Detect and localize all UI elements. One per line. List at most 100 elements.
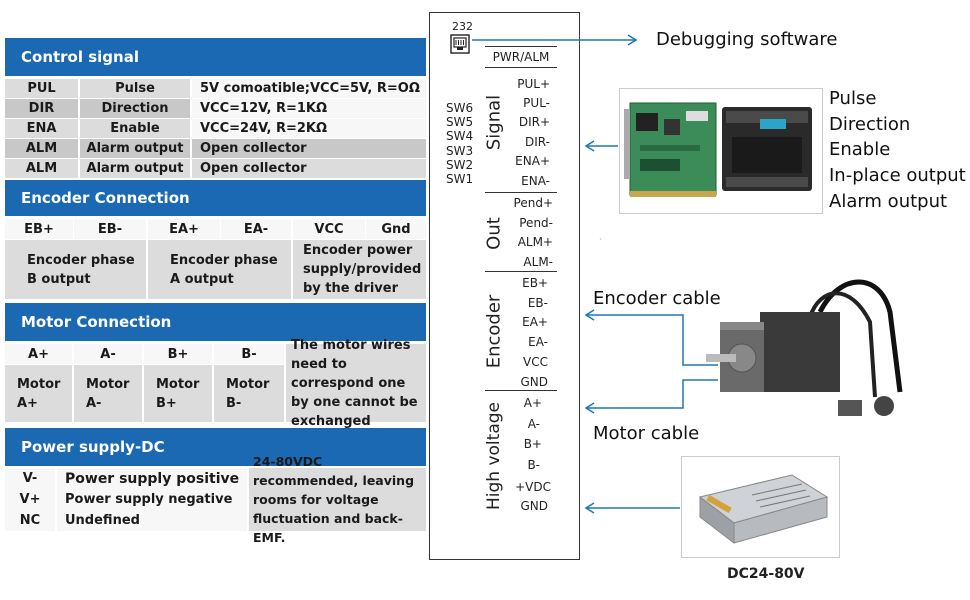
encoder-desc-a: Encoder phase A output xyxy=(148,240,291,299)
control-desc: VCC=24V, R=2KΩ xyxy=(192,119,426,138)
control-pin: PUL xyxy=(5,79,78,98)
rs232-port-label: 232 xyxy=(452,20,473,33)
control-pin: ALM xyxy=(5,159,78,178)
control-name: Alarm output xyxy=(80,159,190,178)
control-pin: ALM xyxy=(5,139,78,158)
dip-switch-label: SW6 xyxy=(446,101,474,115)
encoder-pin-driver: EA- xyxy=(528,335,548,349)
encoder-cable-arrow-head xyxy=(584,309,595,321)
power-name: Power supply positive xyxy=(57,468,247,489)
control-name: Alarm output xyxy=(80,139,190,158)
encoder-pin: EA+ xyxy=(148,219,220,239)
motor-pin: B- xyxy=(214,344,284,364)
signal-pin: DIR+ xyxy=(518,115,550,129)
motor-note: The motor wires need to correspond one b… xyxy=(286,338,426,429)
control-desc: 5V comoatible;VCC=5V, R=OΩ xyxy=(192,79,426,98)
controller-arrow-head xyxy=(584,140,595,152)
encoder-pin: EA- xyxy=(221,219,291,239)
motor-connection-header: Motor Connection xyxy=(5,303,426,341)
control-pin: ENA xyxy=(5,119,78,138)
encoder-pin-driver: VCC xyxy=(523,355,548,369)
servo-motor-image xyxy=(700,272,915,432)
encoder-connection-header: Encoder Connection xyxy=(5,180,426,216)
signal-pin: PUL- xyxy=(523,96,550,110)
signal-pin: PUL+ xyxy=(517,77,550,91)
dip-switch-label: SW3 xyxy=(446,144,474,158)
motor-pin: B+ xyxy=(144,344,212,364)
motor-pin: A- xyxy=(74,344,142,364)
out-pin: Pend- xyxy=(519,216,553,230)
driver-box xyxy=(429,12,580,560)
signal-pin: ENA+ xyxy=(515,154,550,168)
control-desc: VCC=12V, R=1KΩ xyxy=(192,99,426,118)
debug-software-label: Debugging software xyxy=(656,29,838,50)
control-name: Enable xyxy=(80,119,190,138)
motor-label: Motor A- xyxy=(74,365,142,422)
controller-signal: Pulse xyxy=(829,88,877,109)
power-supply-header: Power supply-DC xyxy=(5,428,426,466)
control-name: Pulse xyxy=(80,79,190,98)
control-name: Direction xyxy=(80,99,190,118)
psu-image-frame xyxy=(681,456,840,558)
psu-arrow-head xyxy=(584,502,595,514)
encoder-cable-arrow xyxy=(586,314,718,366)
rs232-port-icon xyxy=(450,34,470,54)
dip-switch-label: SW4 xyxy=(446,129,474,143)
power-pin: V+ xyxy=(5,489,55,510)
motor-cable-arrow-head xyxy=(584,402,595,414)
power-pin: NC xyxy=(5,510,55,531)
psu-voltage-label: DC24-80V xyxy=(727,566,805,582)
control-desc: Open collector xyxy=(192,159,426,178)
hv-pin: B+ xyxy=(523,437,542,451)
encoder-pin: Gnd xyxy=(366,219,426,239)
encoder-pin: EB+ xyxy=(5,219,73,239)
power-supply-icon xyxy=(698,474,829,545)
controller-signal: In-place output xyxy=(829,165,966,186)
dip-switch-label: SW2 xyxy=(446,158,474,172)
encoder-desc-b: Encoder phase B output xyxy=(5,240,146,299)
hv-group-label: High voltage xyxy=(484,402,504,510)
power-note: 24-80VDC recommended, leaving rooms for … xyxy=(249,454,426,545)
signal-pin: DIR- xyxy=(525,135,550,149)
encoder-pin: VCC xyxy=(293,219,365,239)
motor-cable-label: Motor cable xyxy=(593,423,700,444)
control-pin: DIR xyxy=(5,99,78,118)
hv-pin: A- xyxy=(527,417,540,431)
motor-pin: A+ xyxy=(5,344,72,364)
group-separator xyxy=(485,390,557,391)
hv-pin: +VDC xyxy=(515,480,551,494)
debug-arrow-head xyxy=(627,34,638,46)
controller-signal: Direction xyxy=(829,114,911,135)
out-pin: ALM- xyxy=(523,255,553,269)
signal-pin: ENA- xyxy=(521,174,550,188)
dip-switch-label: SW5 xyxy=(446,115,474,129)
controller-image-frame xyxy=(619,88,823,214)
encoder-pin-driver: GND xyxy=(520,375,548,389)
controller-signal: Alarm output xyxy=(829,191,948,212)
controller-board-icon xyxy=(624,102,812,197)
group-separator xyxy=(485,271,557,272)
motor-label: Motor B- xyxy=(214,365,284,422)
power-name: Undefined xyxy=(57,510,247,531)
hv-pin: B- xyxy=(527,458,540,472)
encoder-pin-driver: EB- xyxy=(527,296,548,310)
encoder-pin-driver: EB+ xyxy=(522,276,548,290)
out-pin: ALM+ xyxy=(517,235,553,249)
encoder-pin: EB- xyxy=(74,219,146,239)
power-pin: V- xyxy=(5,468,55,489)
out-pin: Pend+ xyxy=(513,196,553,210)
encoder-pin-driver: EA+ xyxy=(522,315,548,329)
dip-switch-label: SW1 xyxy=(446,172,474,186)
group-separator xyxy=(485,192,557,193)
encoder-cable-label: Encoder cable xyxy=(593,288,721,309)
pwr-alm-label: PWR/ALM xyxy=(485,46,557,68)
control-desc: Open collector xyxy=(192,139,426,158)
motor-label: Motor B+ xyxy=(144,365,212,422)
power-name: Power supply negative xyxy=(57,489,247,510)
motor-label: Motor A+ xyxy=(5,365,72,422)
motor-cable-arrow xyxy=(586,379,718,409)
controller-signal: Enable xyxy=(829,139,891,160)
control-signal-header: Control signal xyxy=(5,38,426,76)
hv-pin: GND xyxy=(520,499,548,513)
encoder-desc-power: Encoder power supply/provided by the dri… xyxy=(293,240,426,299)
